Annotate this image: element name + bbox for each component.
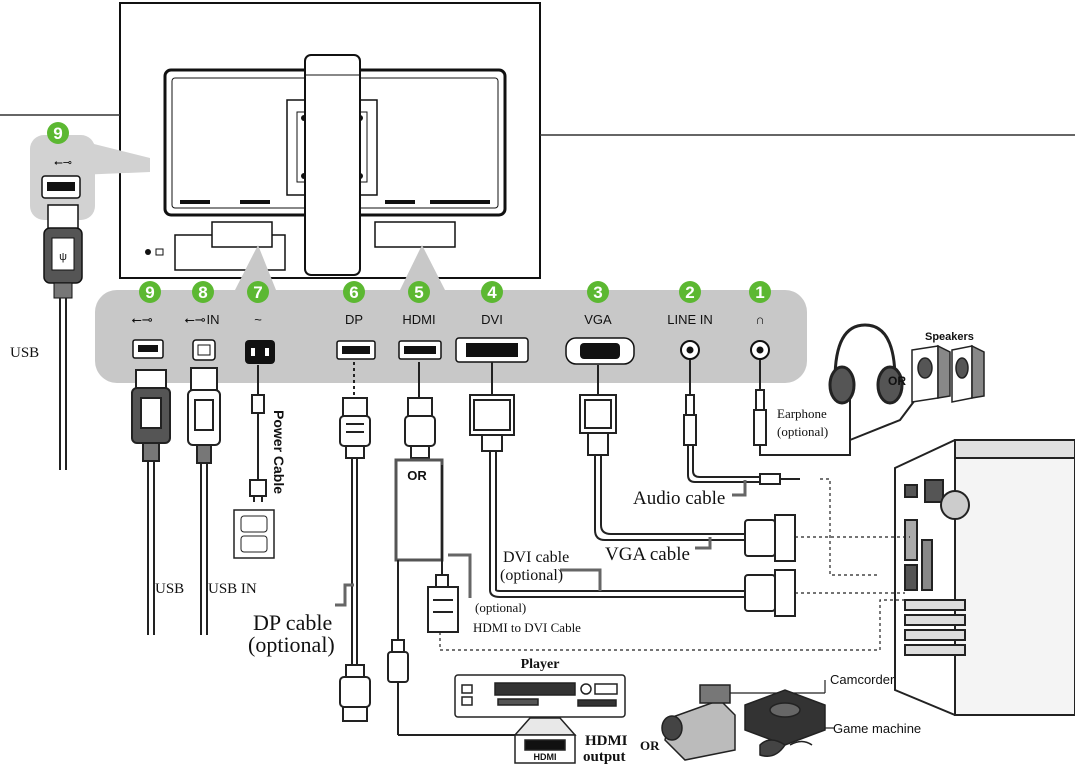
vga-cable (579, 365, 745, 550)
port-number-badge-8 (192, 281, 214, 303)
audio-cable-label: Audio cable (633, 488, 725, 509)
game-machine-label: Game machine (833, 721, 921, 736)
computer-tower-icon (894, 439, 1075, 716)
port-number-9: 9 (145, 283, 154, 302)
port-number-badge-3 (587, 281, 609, 303)
port-number-badge-6 (343, 281, 365, 303)
dvi-cable-label-1: DVI cable (503, 549, 569, 566)
monitor-back (0, 2, 1075, 279)
port-label-6: DP (345, 312, 363, 327)
usb-in-label: USB IN (208, 581, 257, 597)
port-number-1: 1 (755, 283, 764, 302)
hdmi-dvi-cable-label: HDMI to DVI Cable (473, 620, 581, 635)
port-sockets (132, 337, 770, 365)
player-label: Player (521, 657, 560, 672)
audio-cable (683, 360, 880, 576)
dp-cable (335, 362, 371, 722)
port-number-badge-1 (749, 281, 771, 303)
or-devices-label: OR (640, 738, 660, 753)
port-number-2: 2 (685, 283, 694, 302)
callout-number-badge (47, 122, 69, 144)
port-number-badge-4 (481, 281, 503, 303)
headphone-icon: ∩ (755, 312, 764, 327)
port-label-2: LINE IN (667, 312, 713, 327)
usb-label-bottom: USB (155, 581, 184, 597)
dvi-cable (469, 362, 745, 598)
camcorder-label: Camcorder (830, 672, 895, 687)
or-hdmi-label: OR (407, 468, 427, 483)
port-number-badge-5 (408, 281, 430, 303)
port-label-3: VGA (584, 312, 612, 327)
port-number-badge-7 (247, 281, 269, 303)
usb-symbol-icon: ⭠⊸ (54, 157, 72, 169)
hdmi-output-icon (513, 717, 577, 764)
usb-b-port-icon (192, 339, 216, 361)
earphone-label-2: (optional) (777, 424, 828, 439)
svg-text:ψ: ψ (59, 251, 67, 263)
speakers-label: Speakers (925, 331, 974, 343)
port-number-8: 8 (198, 283, 207, 302)
power-cable (233, 365, 275, 559)
usb-symbol-icon: ⭠⊸ (184, 312, 205, 327)
or-speakers-label: OR (888, 374, 906, 388)
camcorder-icon (661, 680, 826, 761)
port-number-5: 5 (414, 283, 423, 302)
port-label-5: HDMI (402, 312, 435, 327)
port-number-7: 7 (253, 283, 262, 302)
power-socket-icon (245, 340, 275, 364)
usb-callout: 9 ⭠⊸ ψ USB (10, 122, 150, 470)
dvi-cable-label-2: (optional) (500, 567, 563, 584)
dp-cable-label-1: DP cable (253, 610, 332, 635)
vga-cable-label: VGA cable (605, 544, 690, 565)
power-cable-label: Power Cable (271, 410, 287, 494)
usb-symbol-icon: ⭠⊸ (131, 312, 152, 327)
usb-cables (131, 367, 221, 635)
port-number-4: 4 (487, 283, 497, 302)
port-number-badge-9 (139, 281, 161, 303)
port-number-badge-2 (679, 281, 701, 303)
hdmi-cable (387, 362, 820, 736)
player-device-icon (454, 674, 626, 718)
hdmi-dvi-optional-label: (optional) (475, 600, 526, 615)
usb-label-left: USB (10, 345, 39, 361)
pc-side-connectors (744, 514, 910, 651)
port-label-7: ~ (254, 312, 262, 327)
port-label-4: DVI (481, 312, 503, 327)
hdmi-output-label-1: HDMI (585, 733, 628, 749)
headphones-icon (828, 323, 904, 405)
hdmi-output-label-2: output (583, 749, 626, 765)
earphone-label-1: Earphone (777, 406, 827, 421)
earphone-cable (753, 360, 916, 456)
port-number-3: 3 (593, 283, 602, 302)
hdmi-plug-label: HDMI (534, 752, 557, 762)
game-console-icon (744, 689, 835, 757)
speakers-icon (911, 344, 985, 403)
port-label-8: IN (207, 312, 220, 327)
callout-number: 9 (53, 124, 62, 143)
dp-cable-label-2: (optional) (248, 632, 335, 657)
port-number-6: 6 (349, 283, 358, 302)
